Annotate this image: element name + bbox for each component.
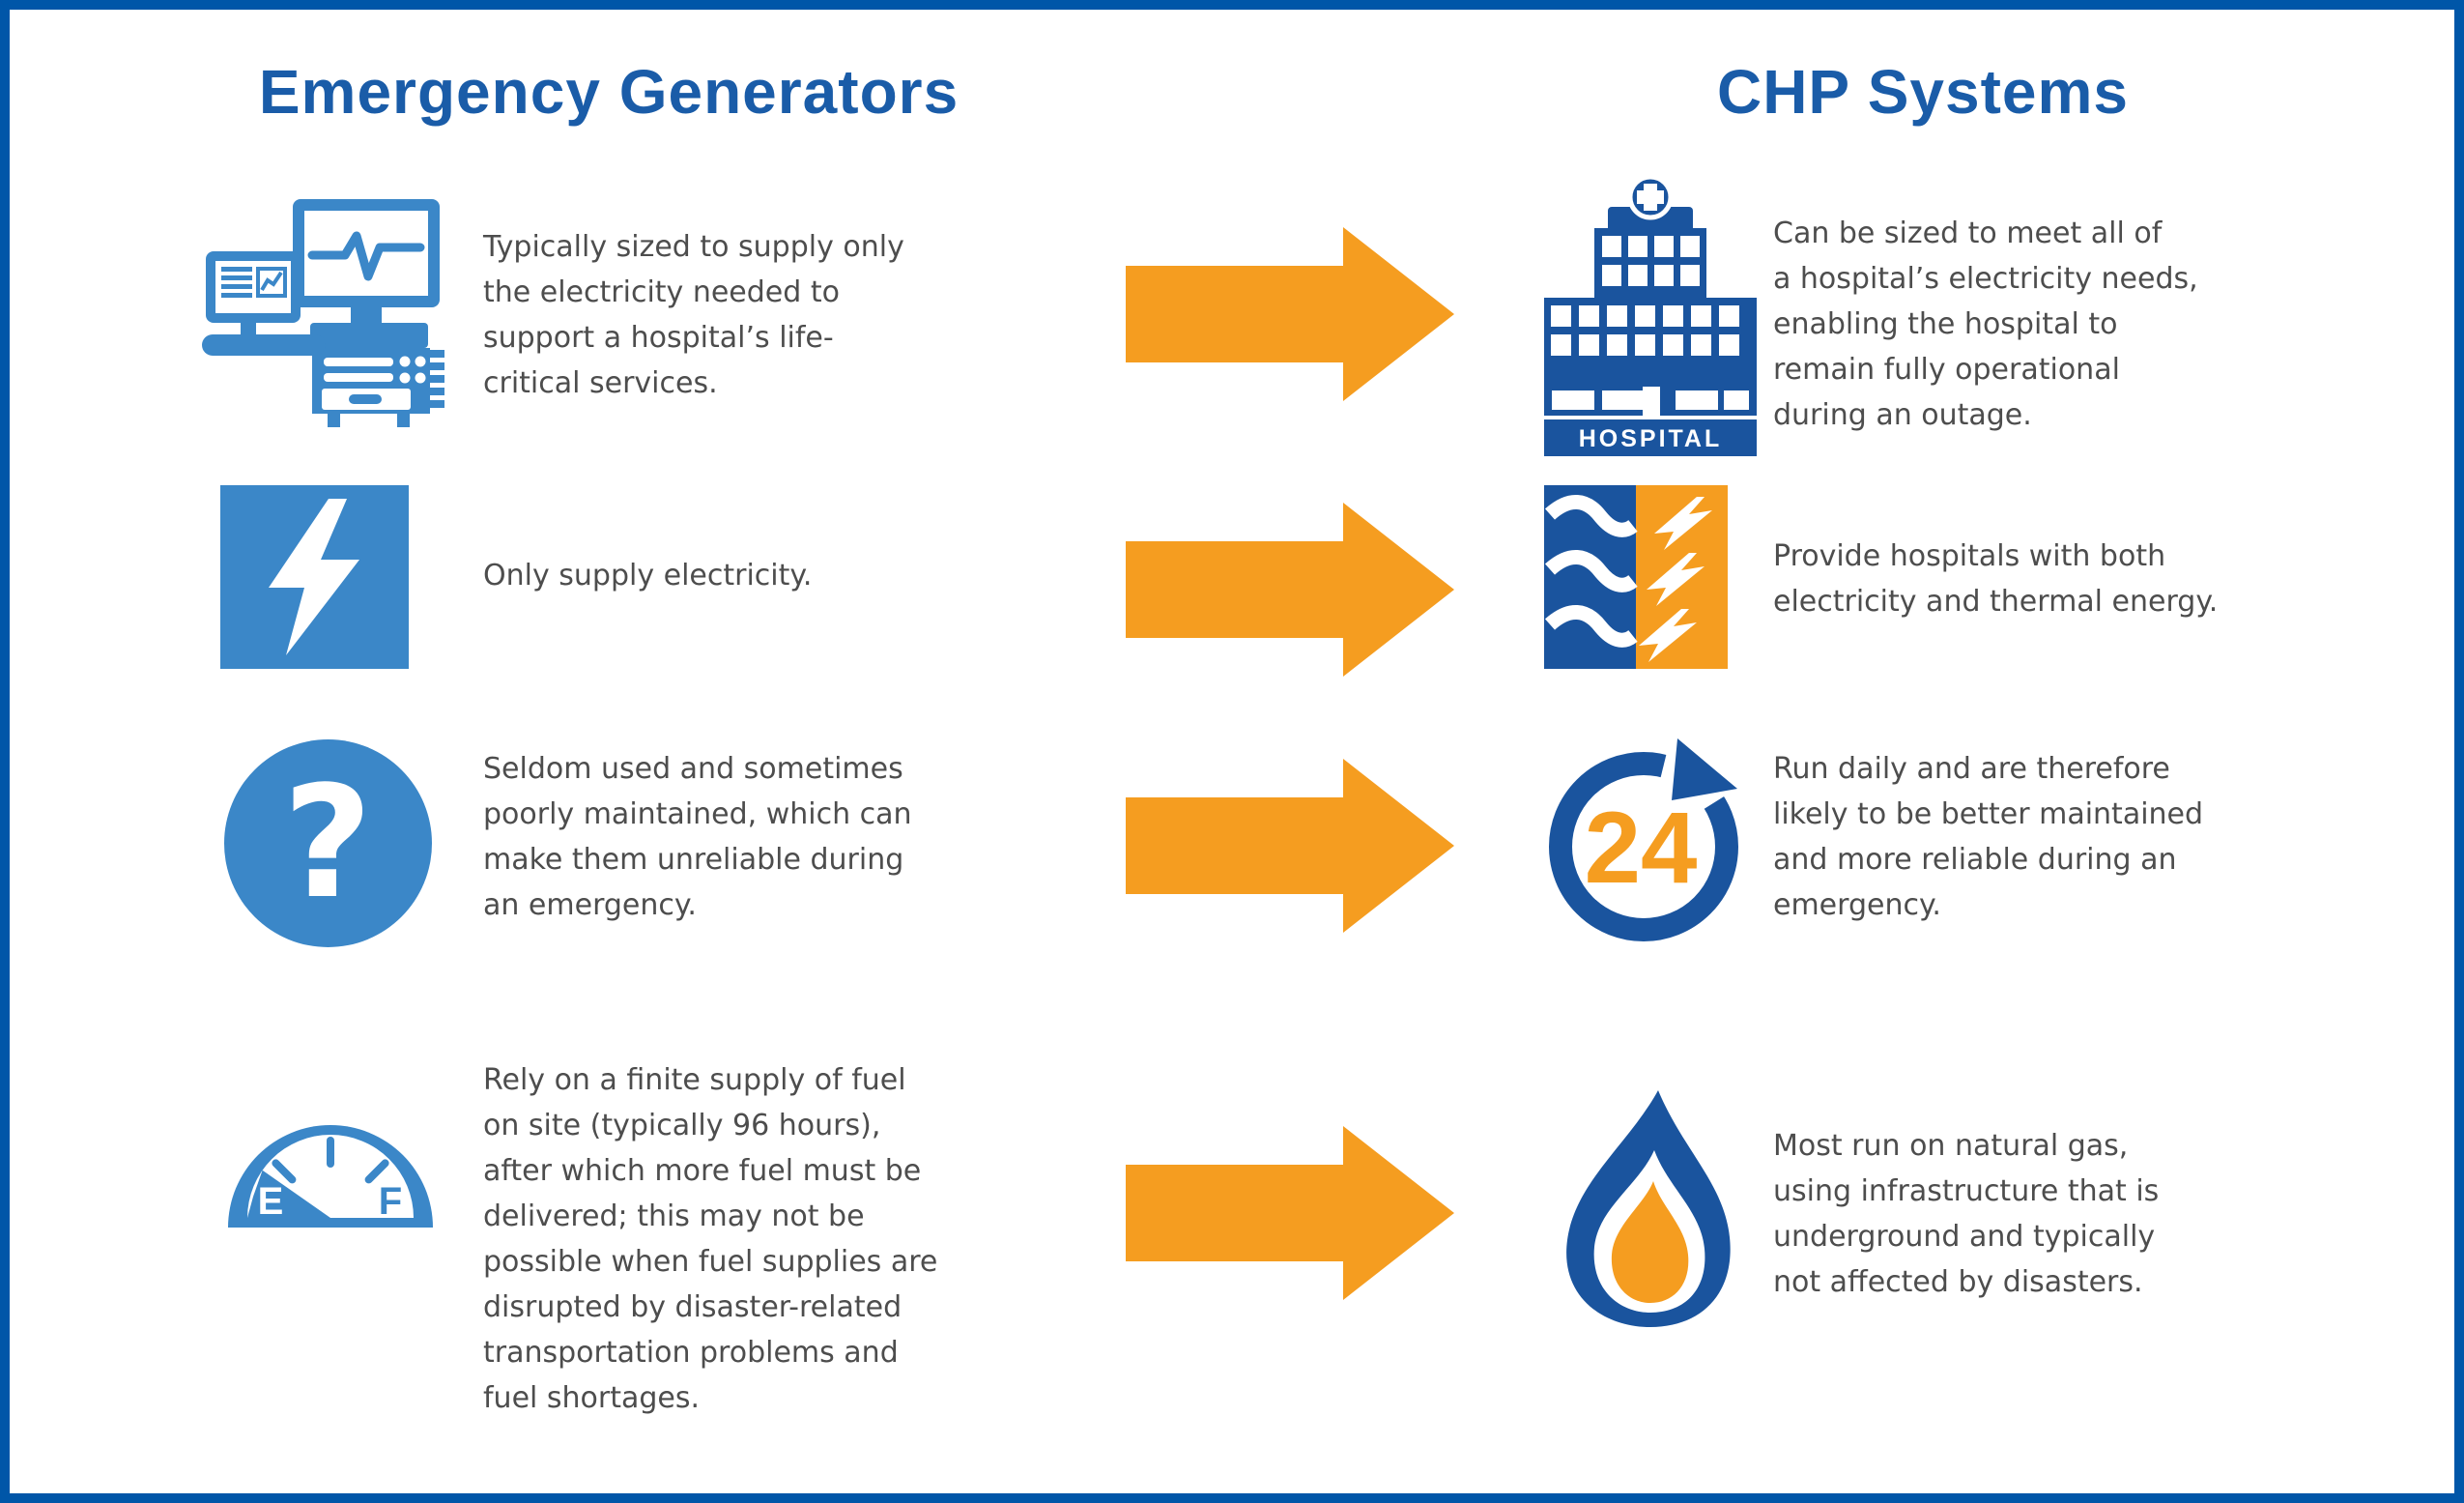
medical-equipment-icon xyxy=(198,195,444,427)
arrow-right-icon xyxy=(1126,754,1454,938)
row1-left-text: Typically sized to supply only the elect… xyxy=(483,230,904,400)
left-column-title: Emergency Generators xyxy=(258,57,960,127)
row4-right-text: Most run on natural gas, using infrastru… xyxy=(1773,1129,2160,1299)
row1-right-text: Can be sized to meet all of a hospital’s… xyxy=(1773,217,2198,432)
question-mark-icon: ? xyxy=(224,739,432,947)
gauge-full-label: F xyxy=(379,1180,402,1223)
arrow-right-icon xyxy=(1126,498,1454,681)
row3-left-text: Seldom used and sometimes poorly maintai… xyxy=(483,752,912,922)
arrow-right-icon xyxy=(1126,222,1454,406)
row4-left-text: Rely on a finite supply of fuel on site … xyxy=(483,1063,938,1415)
hospital-sign-label: HOSPITAL xyxy=(1579,425,1723,452)
question-mark-glyph: ? xyxy=(283,752,373,933)
right-column-title: CHP Systems xyxy=(1716,57,2130,127)
row2-right-text: Provide hospitals with both electricity … xyxy=(1773,539,2219,619)
hospital-building-icon: HOSPITAL xyxy=(1534,174,1766,459)
arrow-right-icon xyxy=(1126,1121,1454,1305)
fuel-gauge-icon: E F xyxy=(224,1112,437,1237)
gauge-empty-label: E xyxy=(258,1180,284,1223)
row3-right-text: Run daily and are therefore likely to be… xyxy=(1773,752,2204,922)
thermal-electric-icon xyxy=(1544,485,1728,669)
lightning-bolt-icon xyxy=(220,485,409,669)
row2-left-text: Only supply electricity. xyxy=(483,559,813,593)
natural-gas-flame-icon xyxy=(1561,1090,1735,1327)
24-hour-cycle-icon: 24 xyxy=(1544,733,1752,945)
twenty-four-label: 24 xyxy=(1585,792,1698,905)
